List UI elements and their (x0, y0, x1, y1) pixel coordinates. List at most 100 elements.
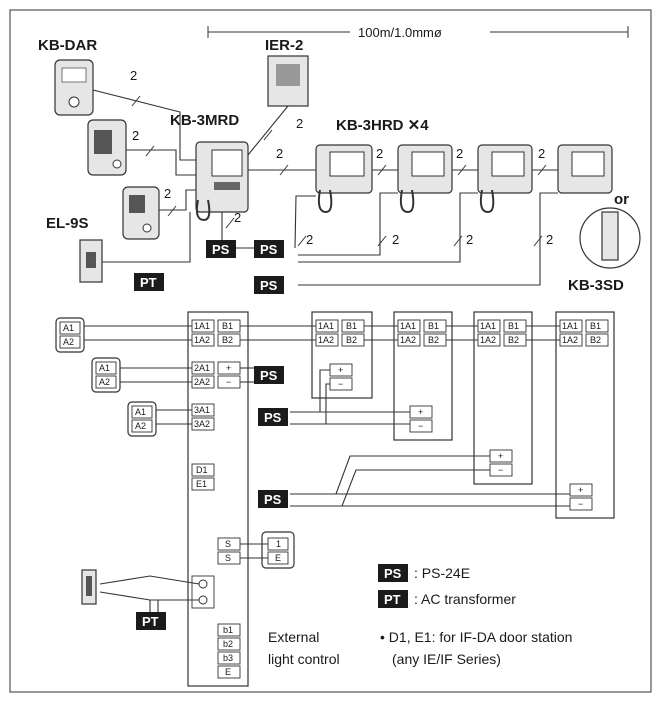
sub-station-4 (557, 144, 613, 194)
wire-count-labels: 2 2 2 2 2 2 2 2 2 2 2 2 2 (130, 68, 553, 247)
wire-count: 2 (306, 232, 313, 247)
legend-ps-desc: : PS-24E (414, 565, 470, 581)
svg-text:−: − (418, 421, 423, 431)
svg-text:B2: B2 (428, 335, 439, 345)
legend-note-line1: • D1, E1: for IF-DA door station (380, 629, 572, 645)
svg-text:+: + (338, 365, 343, 375)
svg-text:B2: B2 (222, 335, 233, 345)
ps-badge: PS (254, 240, 284, 258)
ier-2-unit (267, 55, 309, 107)
wire-count: 2 (276, 146, 283, 161)
svg-text:b2: b2 (223, 639, 233, 649)
svg-text:−: − (578, 499, 583, 509)
svg-text:A1: A1 (63, 323, 74, 333)
svg-text:B2: B2 (508, 335, 519, 345)
sub-panel-1: 1A1 1A2 B1 B2 + − (311, 311, 373, 399)
door-station-3 (122, 186, 160, 240)
svg-text:1A1: 1A1 (562, 321, 578, 331)
svg-text:1A1: 1A1 (400, 321, 416, 331)
bottom-wiring (84, 325, 570, 612)
svg-text:PS: PS (384, 566, 402, 581)
svg-text:+: + (226, 363, 231, 373)
pt-badge: PT (136, 612, 166, 630)
svg-text:B1: B1 (346, 321, 357, 331)
svg-text:1A2: 1A2 (400, 335, 416, 345)
svg-text:b3: b3 (223, 653, 233, 663)
svg-text:1A1: 1A1 (318, 321, 334, 331)
master-station (195, 141, 249, 222)
svg-text:1: 1 (276, 539, 281, 549)
kb-3hrd-label: KB-3HRD ✕4 (336, 117, 429, 134)
external-light-control-line1: External (268, 629, 319, 645)
svg-text:A1: A1 (135, 407, 146, 417)
svg-text:PS: PS (260, 242, 278, 257)
svg-text:PS: PS (264, 410, 282, 425)
external-light-control-line2: light control (268, 651, 340, 667)
wire-count: 2 (456, 146, 463, 161)
svg-text:+: + (578, 485, 583, 495)
legend-pt-badge (378, 590, 408, 608)
svg-text:A2: A2 (135, 421, 146, 431)
svg-text:A2: A2 (63, 337, 74, 347)
svg-text:PS: PS (260, 278, 278, 293)
svg-text:+: + (498, 451, 503, 461)
svg-text:PS: PS (212, 242, 230, 257)
door-terminal-block-2: A1 A2 (91, 357, 121, 393)
svg-text:E: E (225, 667, 231, 677)
svg-text:PT: PT (140, 275, 157, 290)
svg-text:A1: A1 (99, 363, 110, 373)
svg-text:S: S (225, 553, 231, 563)
svg-text:1A2: 1A2 (480, 335, 496, 345)
svg-text:b1: b1 (223, 625, 233, 635)
ier-2-terminal-block: 1 E (261, 531, 295, 569)
svg-text:E1: E1 (196, 479, 207, 489)
svg-text:−: − (338, 379, 343, 389)
svg-text:3A1: 3A1 (194, 405, 210, 415)
legend-ps-badge (378, 564, 408, 582)
kb-3mrd-label: KB-3MRD (170, 112, 239, 129)
ps-badge: PS (254, 276, 284, 294)
wire-count: 2 (130, 68, 137, 83)
electric-lock (79, 239, 103, 283)
wire-count: 2 (164, 186, 171, 201)
svg-text:S: S (225, 539, 231, 549)
door-station-2 (87, 119, 127, 176)
svg-text:2A2: 2A2 (194, 377, 210, 387)
svg-text:PS: PS (264, 492, 282, 507)
distance-label-bg (350, 23, 490, 41)
svg-text:−: − (498, 465, 503, 475)
sub-station-1 (315, 144, 373, 214)
wire-count: 2 (466, 232, 473, 247)
pt-badge: PT (134, 273, 164, 291)
svg-text:PT: PT (142, 614, 159, 629)
door-station-1 (54, 59, 94, 116)
lock-bottom (81, 569, 97, 605)
legend-pt-desc: : AC transformer (414, 591, 516, 607)
sub-panel-4: 1A1 1A2 B1 B2 + − (555, 311, 615, 519)
svg-text:+: + (418, 407, 423, 417)
svg-text:PS: PS (260, 368, 278, 383)
frame (9, 9, 652, 693)
legend: PS : PS-24E PT : AC transformer • D1, E1… (378, 564, 572, 667)
or-label: or (614, 191, 629, 208)
svg-text:B1: B1 (428, 321, 439, 331)
ps-badge: PS (254, 366, 284, 384)
sub-station-3 (477, 144, 533, 214)
svg-text:E: E (275, 553, 281, 563)
door-terminal-block-1: A1 A2 (55, 317, 85, 353)
ier-2-label: IER-2 (265, 37, 303, 54)
svg-text:1A1: 1A1 (194, 321, 210, 331)
kb-3sd-unit (601, 211, 619, 261)
svg-text:1A1: 1A1 (480, 321, 496, 331)
svg-text:B1: B1 (508, 321, 519, 331)
svg-text:B2: B2 (346, 335, 357, 345)
svg-text:B2: B2 (590, 335, 601, 345)
svg-text:A2: A2 (99, 377, 110, 387)
sub-station-2 (397, 144, 453, 214)
svg-text:B1: B1 (590, 321, 601, 331)
kb-dar-label: KB-DAR (38, 37, 97, 54)
svg-text:1A2: 1A2 (194, 335, 210, 345)
wire-count: 2 (538, 146, 545, 161)
